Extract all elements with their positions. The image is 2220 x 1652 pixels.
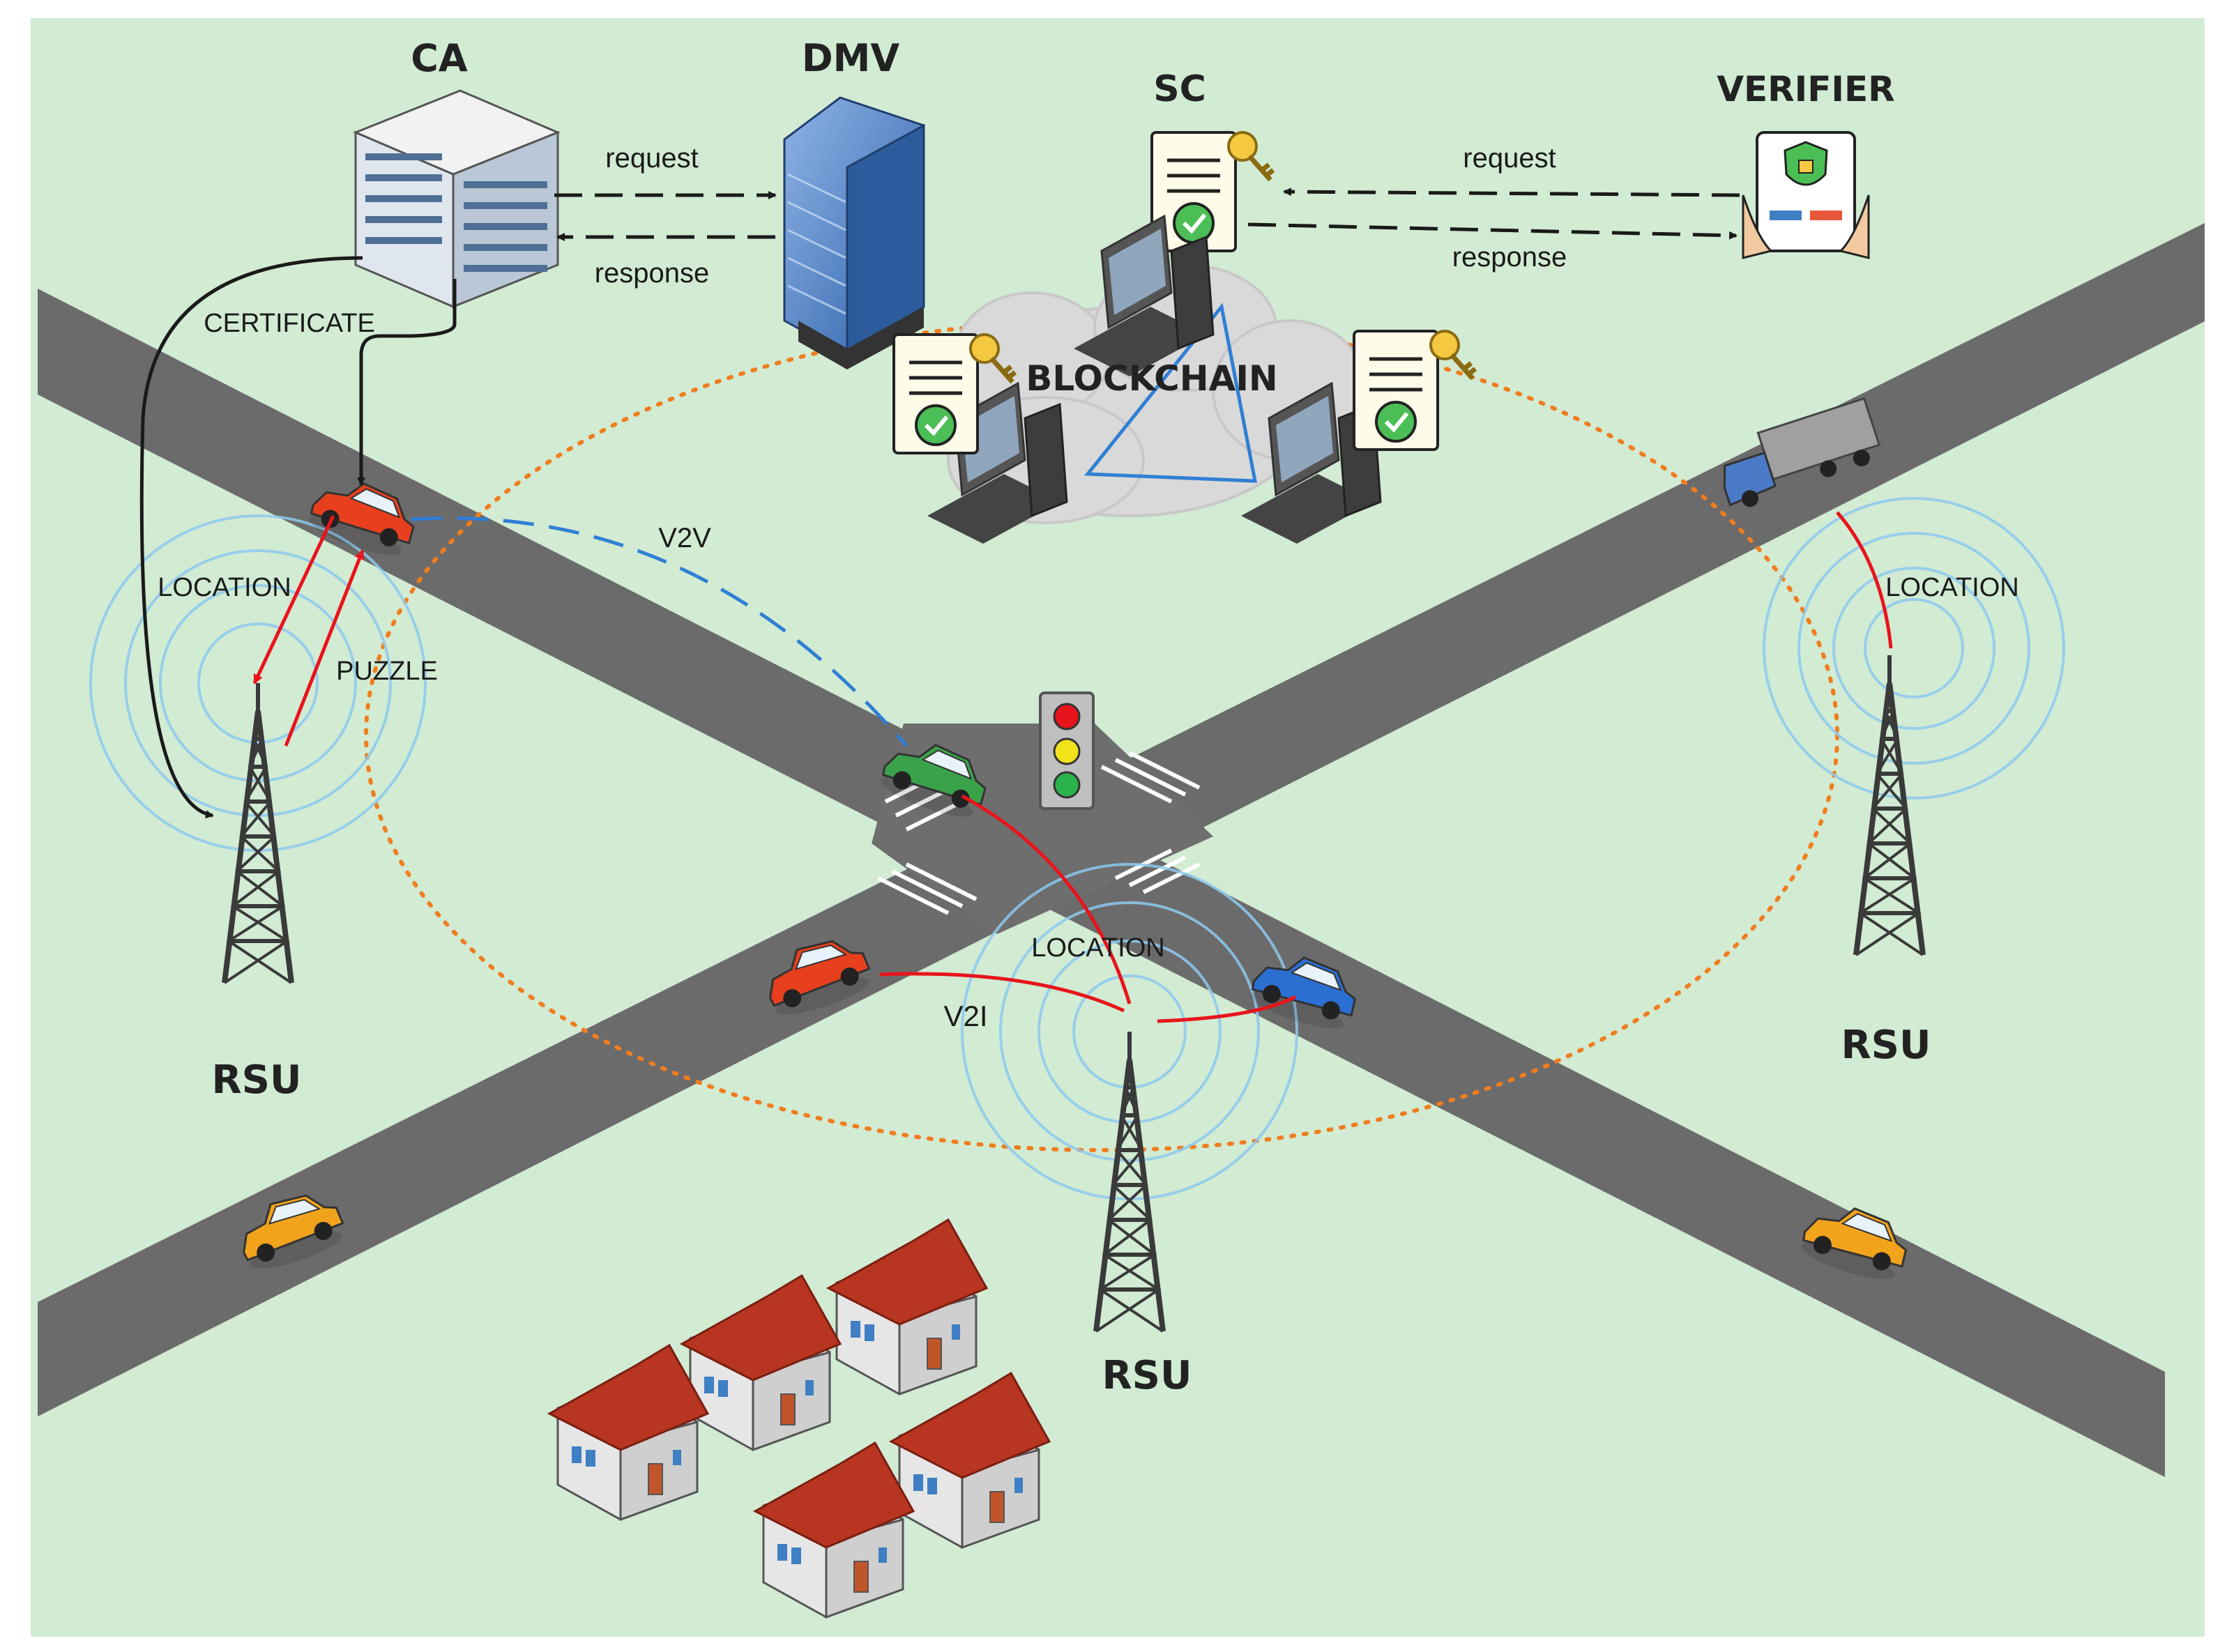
ca-label: CA bbox=[411, 36, 468, 80]
verifier-label: VERIFIER bbox=[1717, 69, 1894, 109]
verifier-sc-request-arrow bbox=[1283, 188, 1740, 197]
signal-rings-right bbox=[1763, 497, 2065, 800]
traffic-light-icon bbox=[1039, 691, 1095, 810]
v2i-link-left bbox=[879, 972, 1125, 1013]
blockchain-triangle bbox=[1084, 303, 1258, 483]
location-label-center: LOCATION bbox=[1031, 933, 1164, 963]
sc-verifier-request-label: request bbox=[1463, 143, 1556, 174]
v2i-link-right bbox=[1157, 995, 1297, 1023]
certificate-label: CERTIFICATE bbox=[204, 309, 375, 338]
v2v-link bbox=[411, 516, 908, 747]
certificate-arrow-to-rsu bbox=[139, 256, 363, 819]
sc-verifier-response-label: response bbox=[1452, 242, 1567, 273]
sc-verifier-response-arrow bbox=[1247, 222, 1738, 240]
sc-label: SC bbox=[1153, 68, 1206, 110]
rsu-label-left: RSU bbox=[212, 1057, 302, 1103]
ca-dmv-response-label: response bbox=[595, 258, 710, 289]
puzzle-link-left bbox=[284, 549, 365, 747]
tower-building-icon bbox=[783, 96, 925, 369]
location-label-right: LOCATION bbox=[1885, 573, 2018, 602]
truck-icon bbox=[1723, 397, 1881, 507]
location-link-left bbox=[252, 514, 335, 684]
office-building-icon bbox=[353, 89, 561, 309]
rsu-label-center: RSU bbox=[1102, 1353, 1192, 1398]
v2i-label: V2I bbox=[943, 1000, 987, 1032]
location-link-right bbox=[1836, 511, 1893, 649]
dmv-label: DMV bbox=[802, 36, 900, 80]
puzzle-label: PUZZLE bbox=[336, 657, 438, 686]
location-link-center bbox=[961, 794, 1132, 1004]
v2v-label: V2V bbox=[658, 523, 711, 553]
location-label-left: LOCATION bbox=[158, 573, 291, 602]
blockchain-label: BLOCKCHAIN bbox=[1026, 358, 1278, 399]
rsu-label-right: RSU bbox=[1841, 1023, 1931, 1068]
verifier-document-icon bbox=[1742, 131, 1870, 259]
certificate-arrow-to-car bbox=[357, 279, 457, 486]
ca-dmv-request-label: request bbox=[605, 143, 698, 174]
